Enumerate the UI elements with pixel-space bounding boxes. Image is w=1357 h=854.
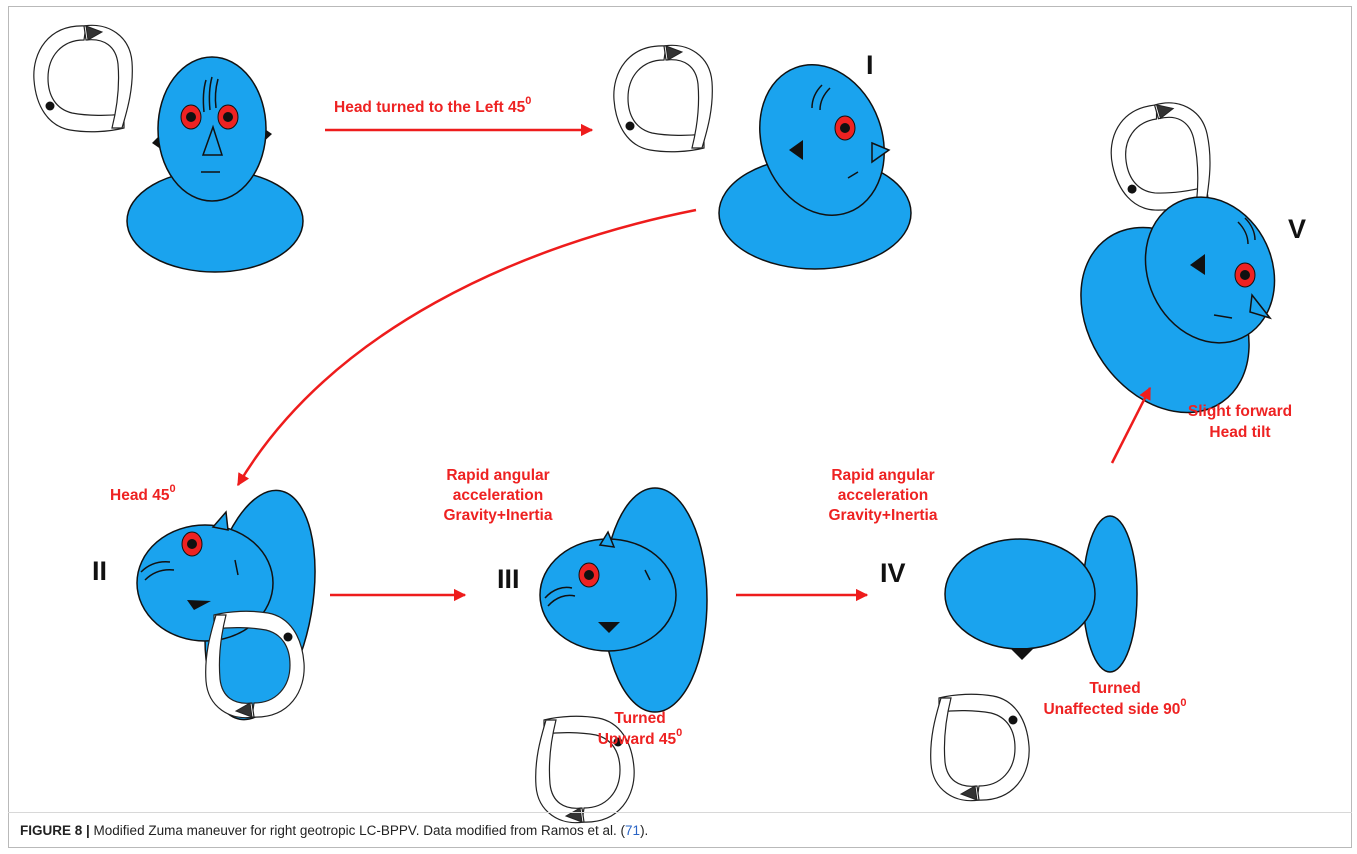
svg-text:acceleration: acceleration [838,487,928,504]
stage-i-figure: I [613,44,912,270]
label-slight-forward-tilt: Slight forward Head tilt [1188,403,1292,441]
stage-label-ii: II [92,556,107,586]
figure-caption: FIGURE 8 | Modified Zuma maneuver for ri… [20,823,648,838]
label-head-turned-left: Head turned to the Left 450 [334,95,531,116]
label-head-45: Head 450 [110,483,176,504]
stage-ii-figure: II [92,489,316,721]
head-v [1144,196,1276,344]
svg-text:Slight forward: Slight forward [1188,403,1292,420]
svg-text:Rapid angular: Rapid angular [831,467,934,484]
stage-iv-figure: IV [880,515,1138,802]
canal-icon-start [33,24,133,133]
caption-text: Modified Zuma maneuver for right geotrop… [89,823,626,838]
label-turned-upward: Turned Upward 450 [598,710,683,748]
head-iii [539,538,677,652]
label-rapid-iv: Rapid angular acceleration Gravity+Inert… [829,467,938,524]
svg-text:Head tilt: Head tilt [1209,424,1270,441]
stage-iii-figure: III [497,487,708,824]
caption-divider [8,812,1352,813]
arrow-iv-to-v [1110,386,1152,464]
caption-figure-number: FIGURE 8 | [20,823,90,838]
svg-text:Gravity+Inertia: Gravity+Inertia [829,507,938,524]
caption-reference-link[interactable]: 71 [625,823,641,838]
canal-icon-iv [930,693,1030,802]
figure-frame [8,6,1352,848]
svg-text:Turned: Turned [614,710,665,727]
svg-text:Turned: Turned [1089,680,1140,697]
svg-text:Gravity+Inertia: Gravity+Inertia [444,507,553,524]
svg-text:Upward 450: Upward 450 [598,727,683,748]
head-iv [944,538,1096,650]
stage-label-iii: III [497,564,520,594]
stage-label-v: V [1288,214,1306,244]
caption-end: ). [640,823,649,838]
arrow-i-to-ii [236,208,697,487]
label-turned-unaffected: Turned Unaffected side 900 [1043,680,1186,718]
svg-text:acceleration: acceleration [453,487,543,504]
stage-start-figure [33,24,304,273]
stage-v-figure: V [1080,97,1306,414]
head-i [759,64,885,216]
svg-text:Rapid angular: Rapid angular [446,467,549,484]
svg-text:Unaffected side 900: Unaffected side 900 [1043,697,1186,718]
canal-icon-i [613,44,713,153]
stage-label-iv: IV [880,558,906,588]
stage-label-i: I [866,50,874,80]
label-rapid-iii: Rapid angular acceleration Gravity+Inert… [444,467,553,524]
